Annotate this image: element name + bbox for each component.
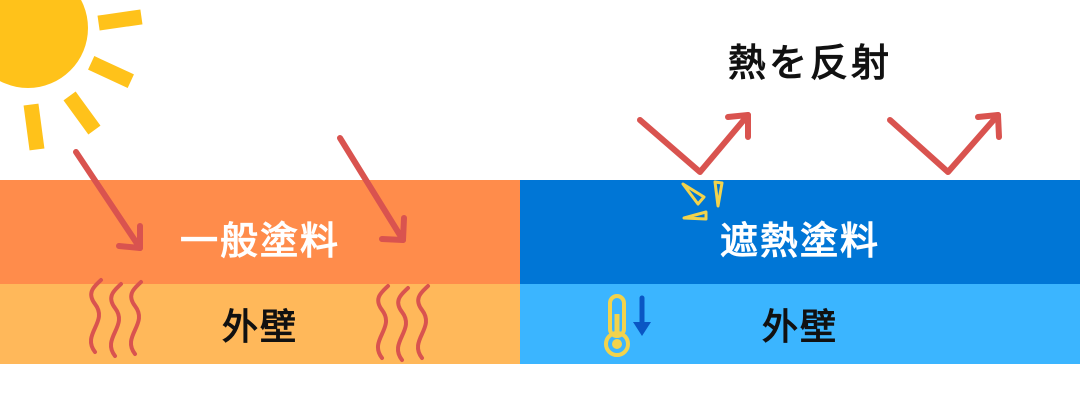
arrow-icon [73,149,143,251]
thermometer-icon [604,294,630,357]
heat-wave-icon [88,278,143,358]
heat-wave-icon [375,284,430,362]
standard-paint-label: 一般塗料 [179,218,340,263]
heat-wall-label: 外壁 [761,307,838,348]
standard-wall-label: 外壁 [221,307,298,348]
sun-icon [0,0,143,151]
sparkle-icon [681,180,724,221]
reflect-title: 熱を反射 [728,41,893,85]
heat-paint-label: 遮熱塗料 [719,218,880,263]
standard-paint-layer: 一般塗料 [0,180,520,284]
arrow-icon [887,112,1002,175]
arrow-icon [637,112,751,175]
heat-paint-layer: 遮熱塗料 [520,180,1080,284]
arrow-icon [337,135,407,243]
standard-wall-layer: 外壁 [0,284,520,364]
down-arrow-icon [633,295,651,336]
